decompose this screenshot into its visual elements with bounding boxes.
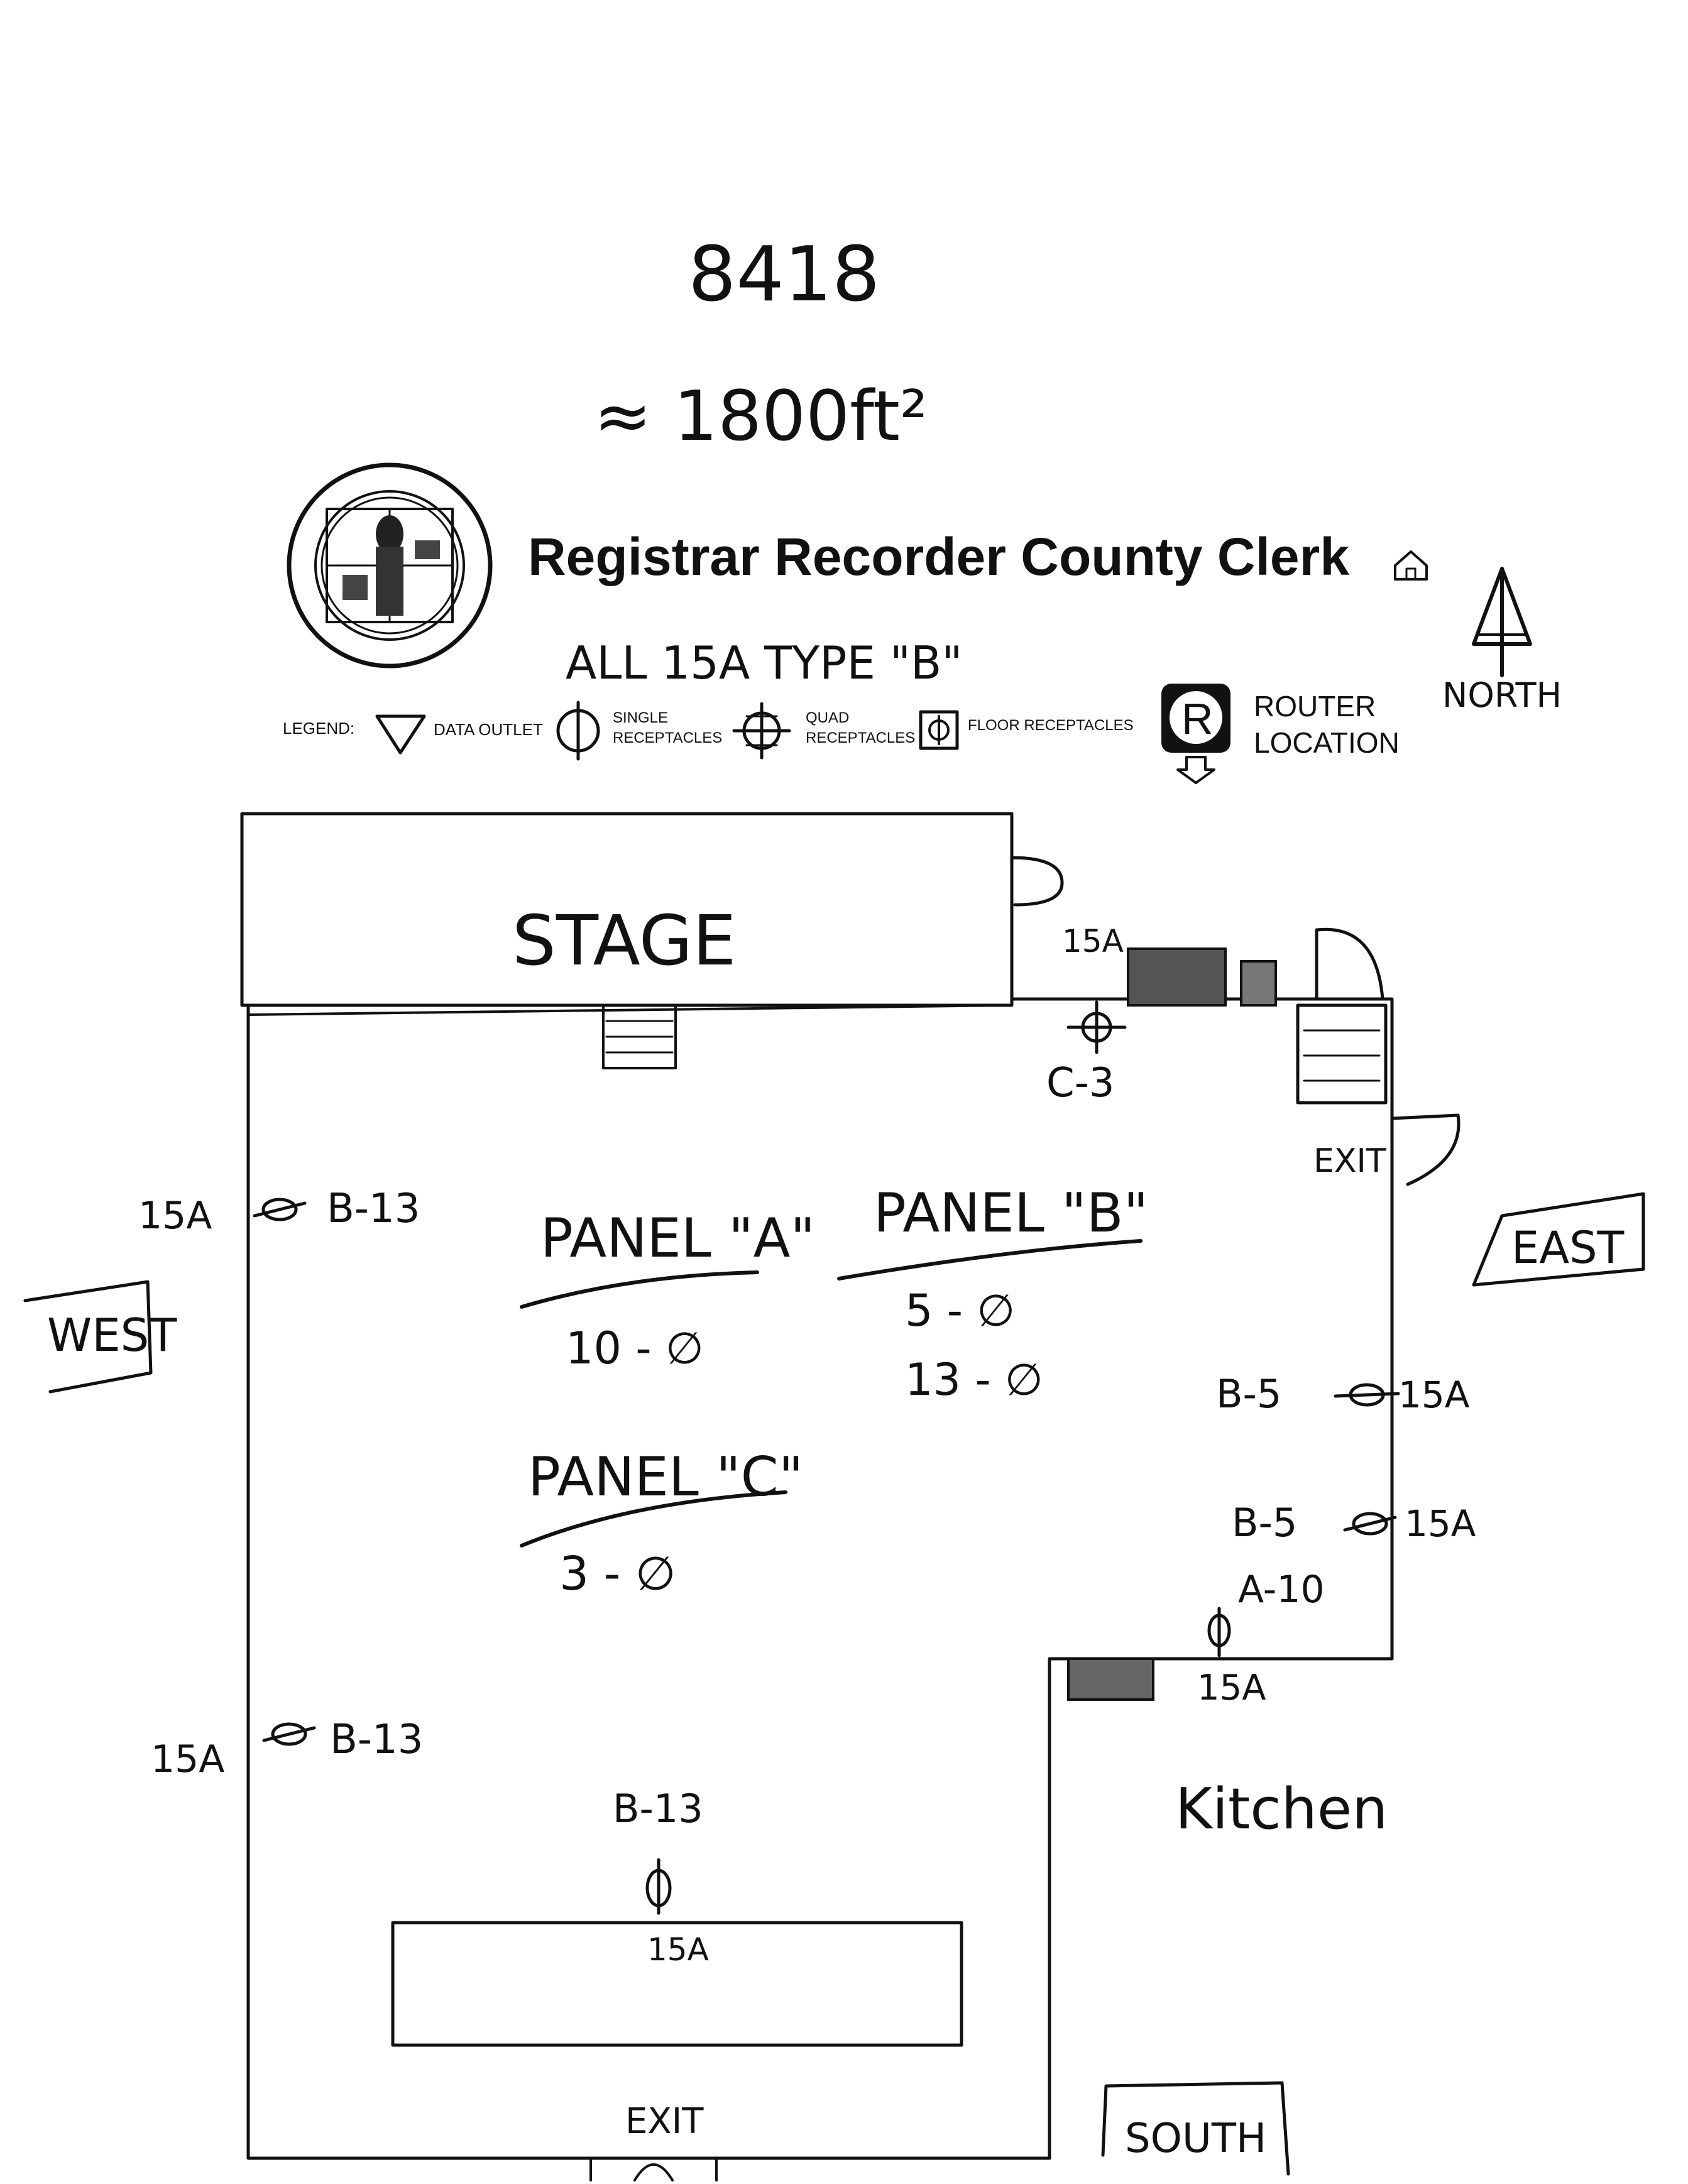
east-label: EAST: [1511, 1222, 1625, 1274]
building-walls: [240, 812, 1461, 2181]
panel-b-circuit-2: 13 - ∅: [905, 1354, 1043, 1406]
legend-title: LEGEND:: [283, 719, 354, 738]
north-label: NORTH: [1442, 675, 1562, 715]
legend-data-outlet: DATA OUTLET: [434, 720, 543, 739]
type-note: ALL 15A TYPE "B": [566, 636, 963, 689]
panel-a: PANEL "A" 10 - ∅: [520, 1207, 815, 1374]
outlet-west-upper-amps: 15A: [138, 1194, 212, 1238]
home-icon: [1394, 550, 1428, 581]
single-receptacle-icon: [1207, 1607, 1231, 1657]
exit-east-label: EXIT: [1313, 1142, 1386, 1180]
single-receptacle-icon: [1343, 1512, 1397, 1536]
single-receptacle-icon: [262, 1722, 316, 1746]
legend-single-line2: RECEPTACLES: [613, 729, 722, 746]
legend-router-line2: LOCATION: [1254, 726, 1400, 759]
legend-single-line1: SINGLE: [613, 709, 668, 726]
panel-c-title: PANEL "C": [528, 1446, 803, 1509]
outlet-west-upper-circuit: B-13: [327, 1186, 420, 1232]
outlet-east-upper-amps: 15A: [1398, 1373, 1470, 1416]
outlet-c3-amps: 15A: [1062, 923, 1124, 959]
outlet-south-circuit: B-13: [613, 1786, 703, 1832]
south-label: SOUTH: [1125, 2116, 1266, 2162]
legend-quad-line2: RECEPTACLES: [806, 729, 915, 746]
single-receptacle-icon: [556, 701, 600, 761]
floor-receptacle-icon: [919, 710, 959, 750]
stage-label: STAGE: [512, 900, 737, 981]
legend-router-line1: ROUTER: [1254, 690, 1376, 723]
single-receptacle-icon: [1334, 1383, 1400, 1407]
quad-receptacle-icon: [732, 702, 791, 760]
legend-floor-receptacles: FLOOR RECEPTACLES: [968, 717, 1134, 734]
router-icon: [1161, 684, 1230, 784]
quad-receptacle-icon: [1066, 1000, 1127, 1054]
single-receptacle-icon: [253, 1198, 307, 1221]
west-direction-box: WEST: [23, 1280, 177, 1394]
south-direction-box: SOUTH: [1101, 2081, 1290, 2176]
outlet-east-upper-circuit: B-5: [1216, 1371, 1281, 1417]
panel-c-circuit: 3 - ∅: [559, 1547, 676, 1601]
west-label: WEST: [47, 1309, 177, 1362]
outlet-east-lower-amps: 15A: [1405, 1502, 1476, 1545]
agency-name: Registrar Recorder County Clerk: [528, 527, 1349, 586]
panel-a-title: PANEL "A": [540, 1207, 815, 1270]
outlet-kitchen-circuit: A-10: [1238, 1568, 1325, 1612]
outlet-c3-circuit: C-3: [1046, 1060, 1115, 1106]
data-outlet-icon: [375, 714, 426, 755]
panel-b-title: PANEL "B": [874, 1182, 1148, 1245]
kitchen-label: Kitchen: [1175, 1776, 1388, 1842]
area-label: ≈ 1800ft²: [594, 376, 928, 456]
outlet-kitchen-amps: 15A: [1197, 1668, 1266, 1708]
outlet-west-lower-circuit: B-13: [330, 1717, 423, 1763]
router-letter: R: [1181, 694, 1214, 743]
east-direction-box: EAST: [1472, 1192, 1645, 1287]
north-arrow-icon: [1472, 567, 1532, 677]
single-receptacle-icon: [645, 1858, 672, 1915]
panel-b-circuit-1: 5 - ∅: [905, 1285, 1015, 1336]
outlet-south-amps: 15A: [647, 1931, 709, 1968]
exit-south-label: EXIT: [625, 2101, 704, 2142]
outlet-east-lower-circuit: B-5: [1232, 1500, 1297, 1546]
outlet-west-lower-amps: 15A: [151, 1737, 224, 1781]
legend-quad-line1: QUAD: [806, 709, 849, 726]
panel-a-circuit: 10 - ∅: [566, 1323, 704, 1374]
county-seal-logo: [287, 462, 493, 669]
site-number: 8418: [688, 231, 880, 319]
panel-b: PANEL "B" 5 - ∅ 13 - ∅: [837, 1182, 1148, 1406]
panel-c: PANEL "C" 3 - ∅: [520, 1446, 803, 1601]
